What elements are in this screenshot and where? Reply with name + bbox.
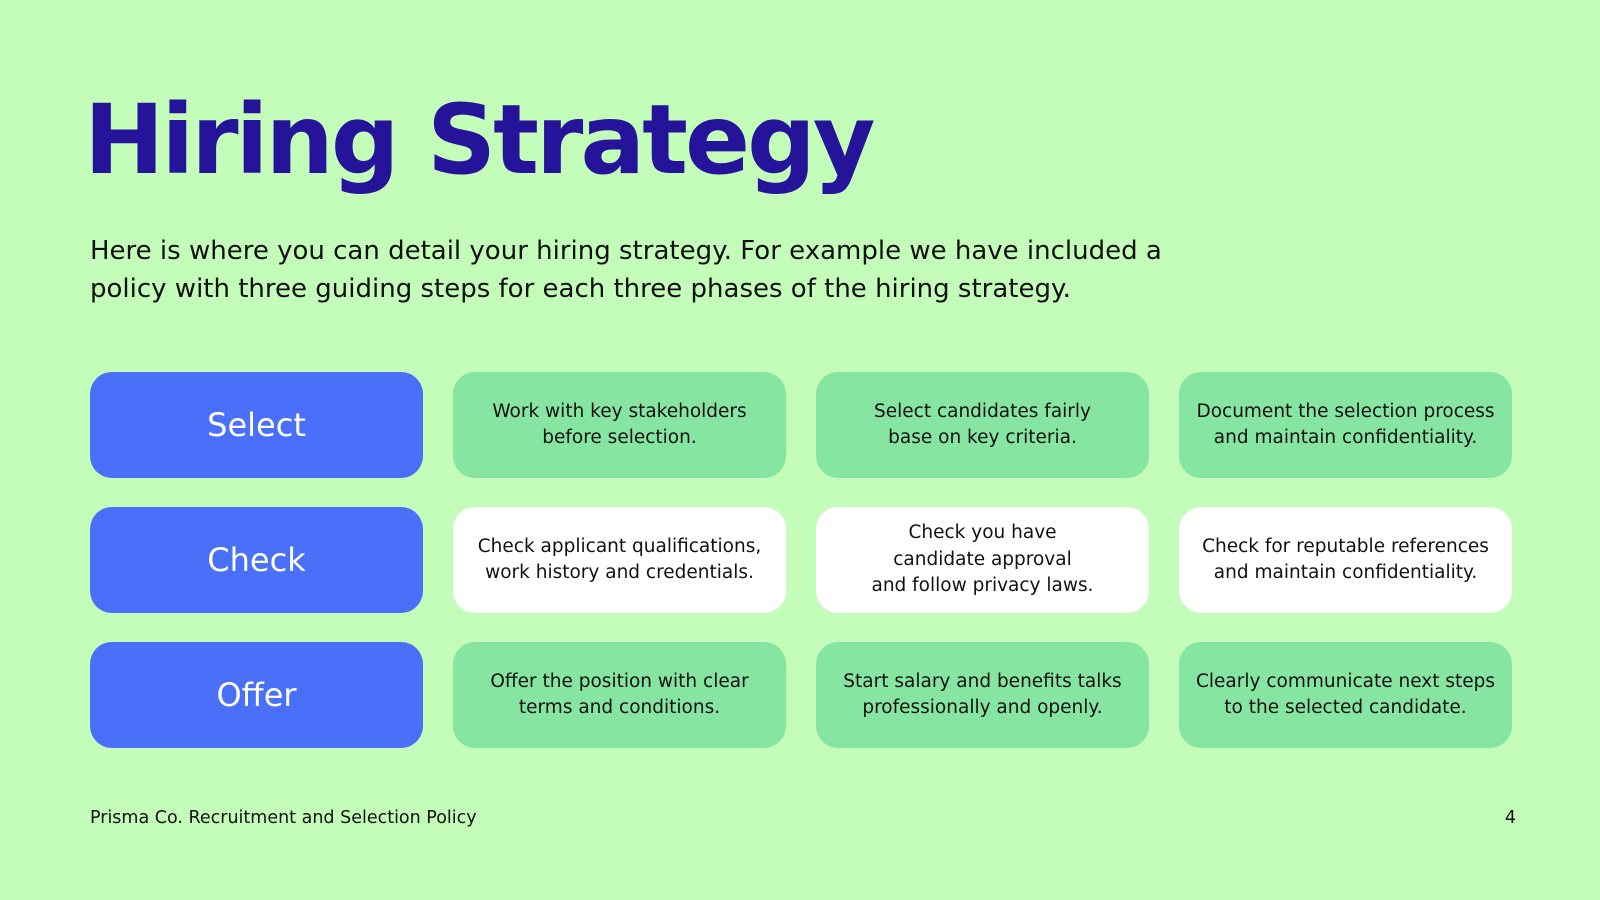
step-card: Clearly communicate next steps to the se… bbox=[1179, 642, 1512, 748]
step-card: Work with key stakeholders before select… bbox=[453, 372, 786, 478]
step-card: Check you have candidate approval and fo… bbox=[816, 507, 1149, 613]
slide-subtitle: Here is where you can detail your hiring… bbox=[90, 236, 1162, 304]
step-card: Offer the position with clear terms and … bbox=[453, 642, 786, 748]
step-card: Select candidates fairly base on key cri… bbox=[816, 372, 1149, 478]
step-card: Check for reputable references and maint… bbox=[1179, 507, 1512, 613]
phase-check: Check bbox=[90, 507, 423, 613]
step-card: Start salary and benefits talks professi… bbox=[816, 642, 1149, 748]
footer-document-name: Prisma Co. Recruitment and Selection Pol… bbox=[90, 808, 477, 828]
slide-title: Hiring Strategy bbox=[84, 84, 875, 196]
footer-page-number: 4 bbox=[1504, 808, 1516, 828]
phase-offer: Offer bbox=[90, 642, 423, 748]
step-card: Check applicant qualifications, work his… bbox=[453, 507, 786, 613]
step-card: Document the selection process and maint… bbox=[1179, 372, 1512, 478]
phase-select: Select bbox=[90, 372, 423, 478]
strategy-grid: Select Work with key stakeholders before… bbox=[90, 372, 1512, 748]
